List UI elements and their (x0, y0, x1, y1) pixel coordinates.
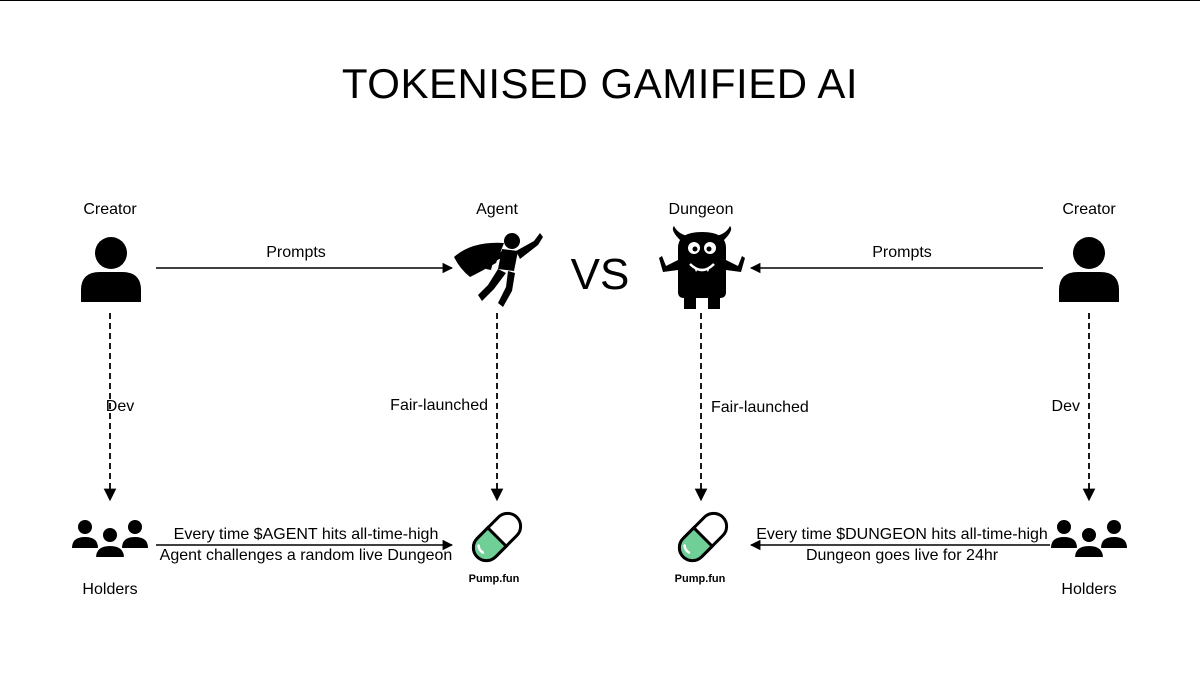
page-title: TOKENISED GAMIFIED AI (341, 60, 859, 107)
left-fairlaunch-label: Fair-launched (390, 397, 488, 414)
superhero-icon (454, 233, 543, 307)
right-note-line1: Every time $DUNGEON hits all-time-high (756, 526, 1048, 543)
right-pump-label: Pump.fun (674, 573, 726, 585)
right-dev-label: Dev (1051, 398, 1080, 415)
person-icon (1059, 237, 1119, 302)
left-prompts-label: Prompts (266, 244, 326, 261)
right-holders-label: Holders (1061, 581, 1117, 598)
left-creator-label: Creator (83, 201, 137, 218)
left-pump-label: Pump.fun (468, 573, 520, 585)
left-note-line2: Agent challenges a random live Dungeon (159, 547, 453, 564)
monster-icon (659, 226, 745, 309)
left-dev-label: Dev (105, 398, 135, 415)
group-icon (1051, 520, 1127, 558)
pill-icon (677, 511, 729, 563)
person-icon (81, 237, 141, 302)
dungeon-label: Dungeon (668, 201, 734, 218)
pill-icon (471, 511, 523, 563)
right-fairlaunch-label: Fair-launched (711, 399, 809, 416)
left-note-line1: Every time $AGENT hits all-time-high (173, 526, 439, 543)
top-border (0, 0, 1200, 1)
right-note-line2: Dungeon goes live for 24hr (805, 547, 999, 564)
left-holders-label: Holders (82, 581, 138, 598)
right-creator-label: Creator (1062, 201, 1116, 218)
group-icon (72, 520, 148, 558)
agent-label: Agent (476, 201, 518, 218)
right-prompts-label: Prompts (872, 244, 932, 261)
vs-label: VS (570, 250, 630, 299)
